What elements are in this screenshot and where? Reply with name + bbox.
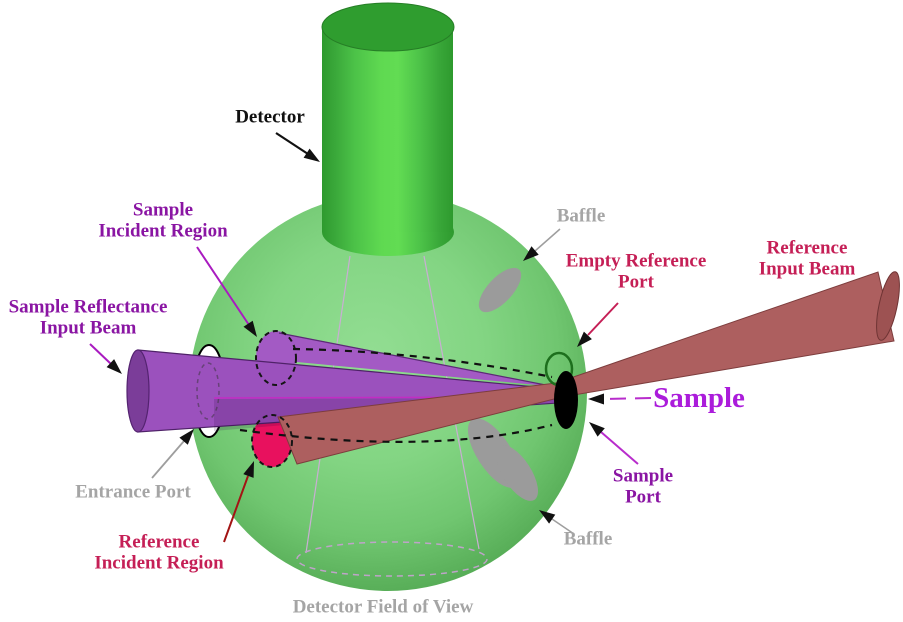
label-detector-field-of-view: Detector Field of View <box>292 596 474 618</box>
input-beam-arrow <box>89 343 112 365</box>
sample-arrow <box>603 397 652 400</box>
empty-reference-port-arrowhead <box>577 331 592 347</box>
sample-incident-region-outline <box>255 330 297 386</box>
label-line: Port <box>625 487 661 508</box>
label-baffle-bottom: Baffle <box>563 528 613 550</box>
baffle-top-shape <box>478 267 522 313</box>
label-reference-incident-region: Reference Incident Region <box>94 532 223 575</box>
label-line: Reference <box>766 237 848 259</box>
label-line: Input Beam <box>39 318 137 339</box>
sample-incident-region-arrowhead <box>243 320 257 337</box>
entrance-port-arrow <box>151 440 185 479</box>
beam-circle-upper-dashed <box>292 347 553 379</box>
empty-reference-port-arrow <box>587 302 619 336</box>
label-entrance-port: Entrance Port <box>75 481 191 503</box>
reference-incident-region-outline <box>251 414 293 468</box>
reference-incident-arrow <box>223 475 249 543</box>
label-line: Incident Region <box>94 553 224 574</box>
label-sample-port: Sample Port <box>613 466 673 509</box>
label-line: Sample <box>612 465 674 487</box>
baffle-bottom-arrowhead <box>539 510 556 524</box>
label-baffle-top: Baffle <box>556 205 606 227</box>
detector-arrow <box>275 132 309 155</box>
label-line: Empty Reference <box>565 250 707 272</box>
label-sample-incident-region: Sample Incident Region <box>98 200 227 243</box>
label-sample: Sample <box>653 381 745 414</box>
label-line: Sample <box>132 199 194 221</box>
detector-cylinder-body <box>322 27 453 232</box>
label-empty-reference-port: Empty Reference Port <box>566 251 707 294</box>
sample-incident-region-arrow <box>196 246 250 326</box>
baffle-bottom-shape <box>467 418 539 501</box>
sample-port-shape <box>554 371 578 429</box>
reference-beam-endcap <box>876 271 900 341</box>
input-beam-arrowhead <box>106 359 122 374</box>
detector-arrowhead <box>303 148 320 162</box>
label-line: Reference <box>118 531 200 553</box>
sample-port-arrowhead <box>589 422 605 437</box>
beam-circle-lower-dashed <box>239 423 553 443</box>
reference-incident-arrowhead <box>243 461 254 478</box>
label-line: Sample Reflectance <box>8 296 168 318</box>
fov-base-dashed-ellipse <box>296 541 488 577</box>
label-detector: Detector <box>235 106 305 128</box>
sample-input-beam-endcap <box>126 349 150 433</box>
annotation-arrows <box>89 132 652 543</box>
label-reference-input-beam: Reference Input Beam <box>759 238 856 281</box>
label-sample-reflectance-input-beam: Sample Reflectance Input Beam <box>9 297 168 340</box>
label-line: Port <box>618 272 654 293</box>
label-line: Incident Region <box>98 221 228 242</box>
baffle-bottom-arrow <box>551 518 575 535</box>
entrance-port-arrowhead <box>179 429 194 445</box>
sample-arrowhead <box>588 393 604 405</box>
label-line: Input Beam <box>758 259 856 280</box>
baffle-top-arrow <box>534 228 561 252</box>
sample-incident-cone-edge <box>278 332 557 388</box>
detector-cylinder-top <box>321 2 455 52</box>
entrance-port-hidden-edge <box>196 362 220 420</box>
sample-port-arrow <box>600 431 639 465</box>
baffle-top-arrowhead <box>523 246 539 261</box>
